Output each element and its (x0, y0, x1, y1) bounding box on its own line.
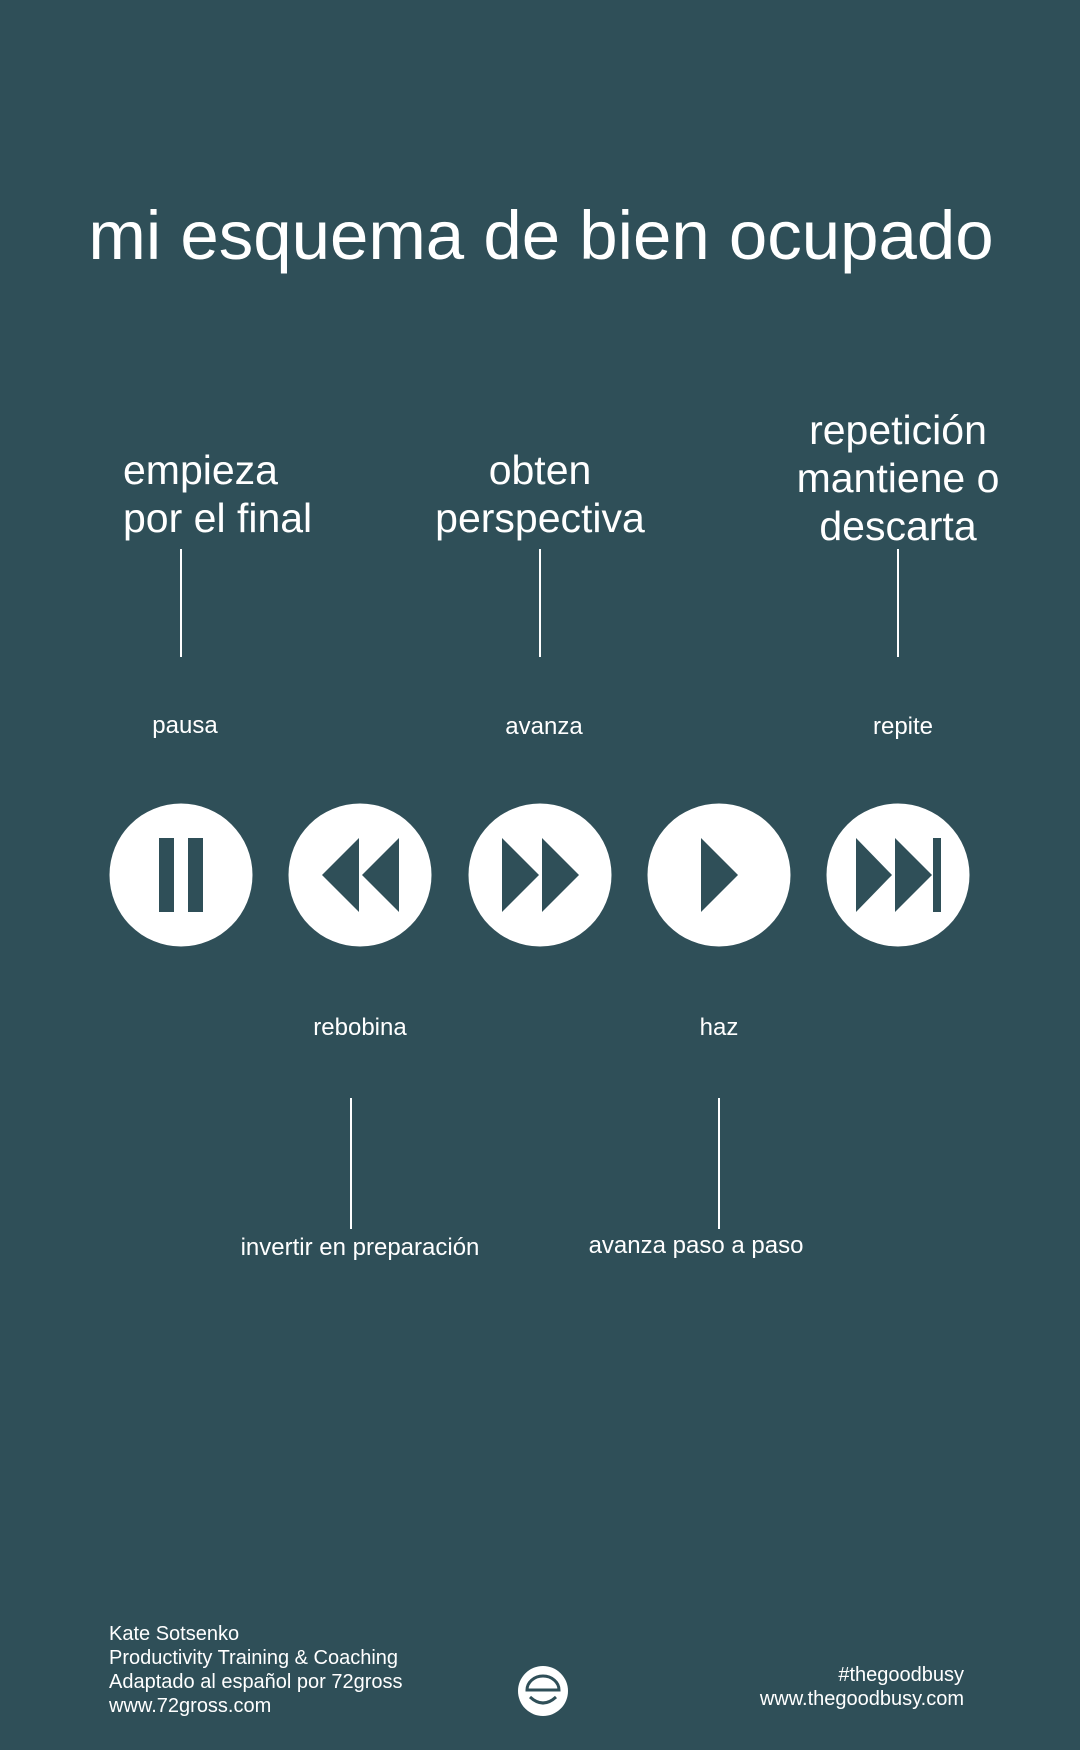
concept-line: repetición (809, 407, 987, 453)
concept-start-from-end: empieza por el final (123, 446, 312, 542)
page-title: mi esquema de bien ocupado (88, 197, 994, 274)
goodbusy-logo (518, 1666, 568, 1716)
label-pausa: pausa (152, 712, 218, 739)
rewind-icon (322, 838, 399, 912)
concept-line: obten (488, 447, 592, 493)
play-button (647, 803, 791, 947)
concept-repeat-keep-or-discard: repetición mantiene o descarta (797, 406, 1000, 550)
label-avanza: avanza (505, 713, 583, 740)
skip-forward-button (826, 803, 970, 947)
concept-invest-in-preparation: invertir en preparación (240, 1234, 480, 1261)
concept-step-by-step: avanza paso a paso (588, 1232, 804, 1259)
footer-credits: Kate Sotsenko Productivity Training & Co… (109, 1622, 403, 1718)
pause-button (109, 803, 253, 947)
credit-author: Kate Sotsenko (109, 1623, 240, 1645)
connector-line (539, 549, 541, 657)
credit-company: Productivity Training & Coaching (109, 1647, 399, 1669)
concept-line: mantiene o (796, 455, 1000, 501)
fast-forward-button (468, 803, 612, 947)
concept-get-perspective: obten perspectiva (435, 446, 645, 542)
connector-line (718, 1098, 720, 1229)
goodbusy-logo-icon (525, 1674, 561, 1705)
connector-line (897, 549, 899, 657)
footer-hashtag-and-site: #thegoodbusy www.thegoodbusy.com (760, 1663, 964, 1711)
credit-website-link[interactable]: www.72gross.com (109, 1695, 272, 1717)
concept-line: perspectiva (435, 495, 645, 541)
hashtag: #thegoodbusy (838, 1664, 964, 1686)
fast-forward-icon (502, 838, 579, 912)
credit-adaptation: Adaptado al español por 72gross (109, 1671, 403, 1693)
pause-icon (159, 838, 203, 912)
label-repite: repite (872, 713, 934, 740)
play-icon (701, 838, 738, 912)
goodbusy-website-link[interactable]: www.thegoodbusy.com (759, 1688, 964, 1710)
label-rebobina: rebobina (313, 1014, 407, 1041)
rewind-button (288, 803, 432, 947)
concept-line: por el final (123, 495, 313, 541)
concept-line: empieza (123, 447, 278, 493)
connector-line (350, 1098, 352, 1229)
concept-line: descarta (819, 503, 977, 549)
label-haz: haz (699, 1014, 739, 1041)
connector-line (180, 549, 182, 657)
skip-forward-icon (856, 838, 941, 912)
